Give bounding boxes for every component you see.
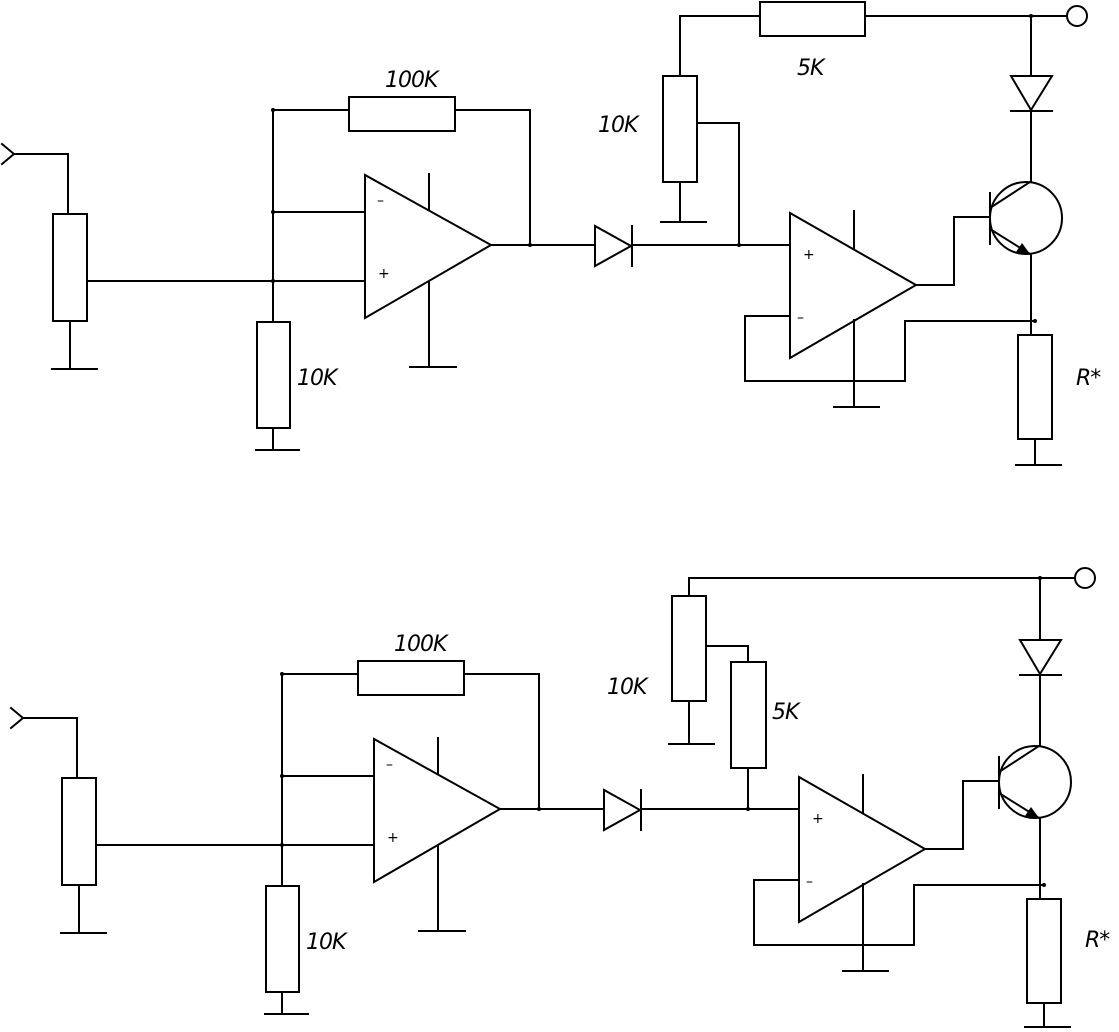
label-100k: 100K	[385, 68, 440, 93]
input-potentiometer	[60, 777, 375, 934]
input-potentiometer	[51, 213, 366, 370]
inverting-sign: –	[386, 757, 393, 773]
top-circuit: 100K 10K – +	[0, 1, 1102, 466]
junction-dots	[280, 576, 1046, 887]
inverting-sign: –	[797, 310, 804, 326]
junction-dots	[271, 14, 1037, 323]
opamp-2: + –	[753, 774, 1045, 972]
noninverting-sign: +	[803, 247, 815, 263]
npn-transistor	[988, 110, 1063, 336]
noninverting-sign: +	[812, 811, 824, 827]
inverting-sign: –	[806, 874, 813, 890]
bias-resistor-10k: 10K	[255, 281, 340, 451]
opamp-1: – +	[281, 737, 605, 932]
base-wire	[915, 216, 991, 286]
opamp-2: + –	[744, 210, 1036, 408]
label-5k: 5K	[797, 56, 826, 81]
npn-transistor	[997, 674, 1072, 900]
base-wire	[924, 780, 1000, 850]
feedback-resistor-100k: 100K	[281, 632, 540, 847]
diode-1	[603, 788, 800, 832]
input-connector	[0, 142, 69, 215]
supply-terminal	[1039, 567, 1096, 589]
noninverting-sign: +	[387, 830, 399, 846]
diode-2	[1009, 15, 1054, 112]
label-100k: 100K	[394, 632, 449, 657]
label-r-star: R*	[1085, 928, 1110, 953]
resistor-5k	[730, 661, 767, 769]
potentiometer-10k: 10K 5K	[598, 1, 1031, 246]
feedback-wire	[744, 315, 1036, 382]
diode-1	[594, 224, 791, 268]
bottom-circuit: 100K 10K – +	[9, 567, 1111, 1028]
label-10k: 10K	[306, 930, 348, 955]
label-5k: 5K	[772, 700, 801, 725]
input-connector	[9, 706, 78, 779]
load-resistor: R*	[1015, 334, 1102, 466]
label-10k-pot: 10K	[607, 675, 649, 700]
inverting-sign: –	[377, 193, 384, 209]
potentiometer-10k: 10K 5K	[607, 577, 1045, 810]
supply-terminal	[1030, 5, 1088, 27]
label-10k-pot: 10K	[598, 113, 640, 138]
noninverting-sign: +	[378, 266, 390, 282]
feedback-wire	[753, 879, 1045, 946]
load-resistor: R*	[1024, 898, 1111, 1028]
opamp-1: – +	[272, 173, 596, 368]
diode-2	[1018, 577, 1063, 676]
bias-resistor-10k: 10K	[264, 845, 349, 1015]
label-r-star: R*	[1076, 366, 1101, 391]
label-10k: 10K	[297, 366, 339, 391]
feedback-resistor-100k: 100K	[272, 68, 531, 283]
resistor-5k	[759, 1, 866, 37]
